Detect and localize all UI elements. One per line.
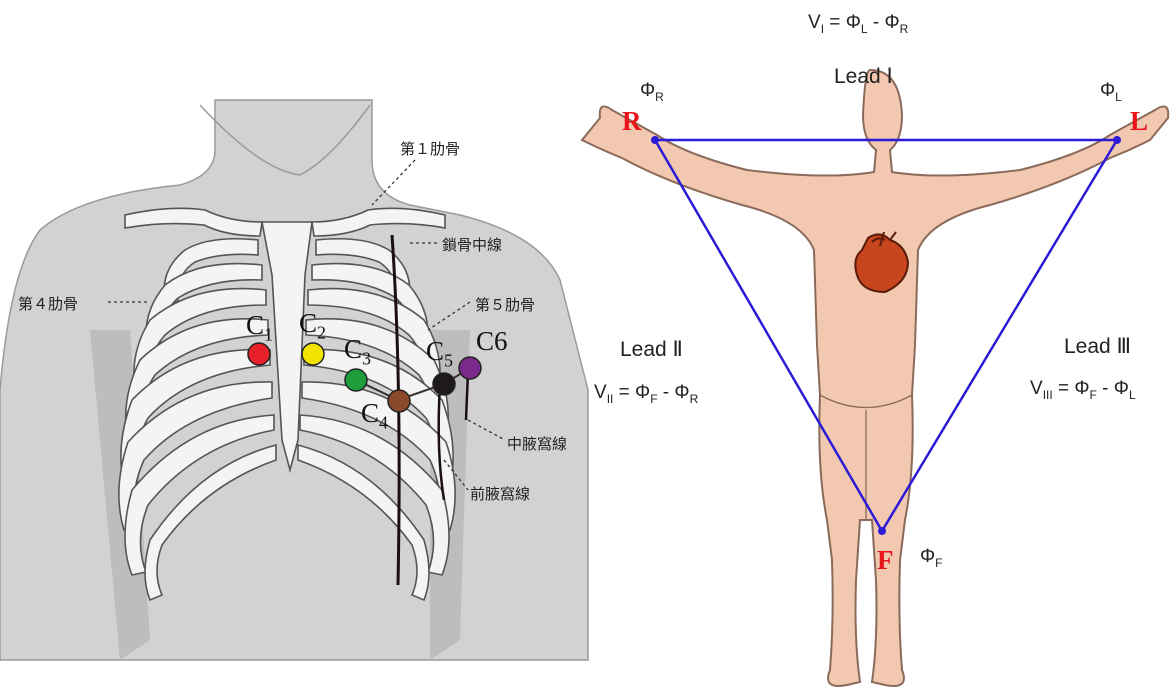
limb-r-label: R (622, 106, 642, 136)
phi-f-label: ΦF (920, 546, 943, 570)
lead3-label: Lead Ⅲ (1064, 335, 1132, 358)
electrode-wire (355, 367, 471, 402)
heart-icon (854, 231, 910, 294)
human-figure (580, 68, 1170, 687)
limb-l-label: L (1130, 106, 1149, 136)
lead3-equation: VIII = ΦF - ΦL (1030, 378, 1136, 402)
lead1-label: Lead Ⅰ (834, 65, 893, 88)
anterior-axillary-line (437, 384, 446, 501)
label-rib5: 第５肋骨 (475, 296, 536, 314)
lead2-equation: VII = ΦF - ΦR (594, 382, 699, 406)
label-ant-axillary: 前腋窩線 (470, 485, 531, 503)
lead1-equation: VI = ΦL - ΦR (808, 12, 909, 36)
label-midclavicular: 鎖骨中線 (442, 236, 503, 254)
phi-l-label: ΦL (1100, 80, 1122, 104)
electrode-c3-dot (344, 368, 368, 392)
electrode-c5-dot (432, 372, 456, 396)
electrode-c6-dot (458, 356, 482, 380)
electrode-c1-label: C1 (246, 310, 274, 345)
electrode-c5-label: C5 (426, 336, 454, 371)
limb-f-label: F (877, 545, 894, 575)
electrode-c4-dot (387, 389, 411, 413)
triangle-vertices (651, 136, 1121, 535)
label-rib4: 第４肋骨 (18, 295, 79, 313)
label-mid-axillary: 中腋窩線 (507, 435, 568, 453)
mid-axillary-line (464, 371, 470, 421)
label-rib1: 第１肋骨 (400, 140, 461, 158)
electrode-c6-label: C6 (476, 326, 508, 356)
electrode-c3-label: C3 (344, 334, 372, 369)
rib-cage (118, 207, 456, 602)
electrode-c2-dot (301, 342, 325, 366)
electrode-c1-dot (247, 342, 271, 366)
electrode-c2-label: C2 (299, 308, 327, 343)
phi-r-label: ΦR (640, 80, 664, 104)
electrode-c4-label: C4 (361, 398, 389, 433)
electrode-dots (247, 342, 482, 413)
lead2-label: Lead Ⅱ (620, 338, 683, 361)
annotation-pointers (108, 159, 506, 491)
einthoven-triangle (652, 138, 1120, 534)
